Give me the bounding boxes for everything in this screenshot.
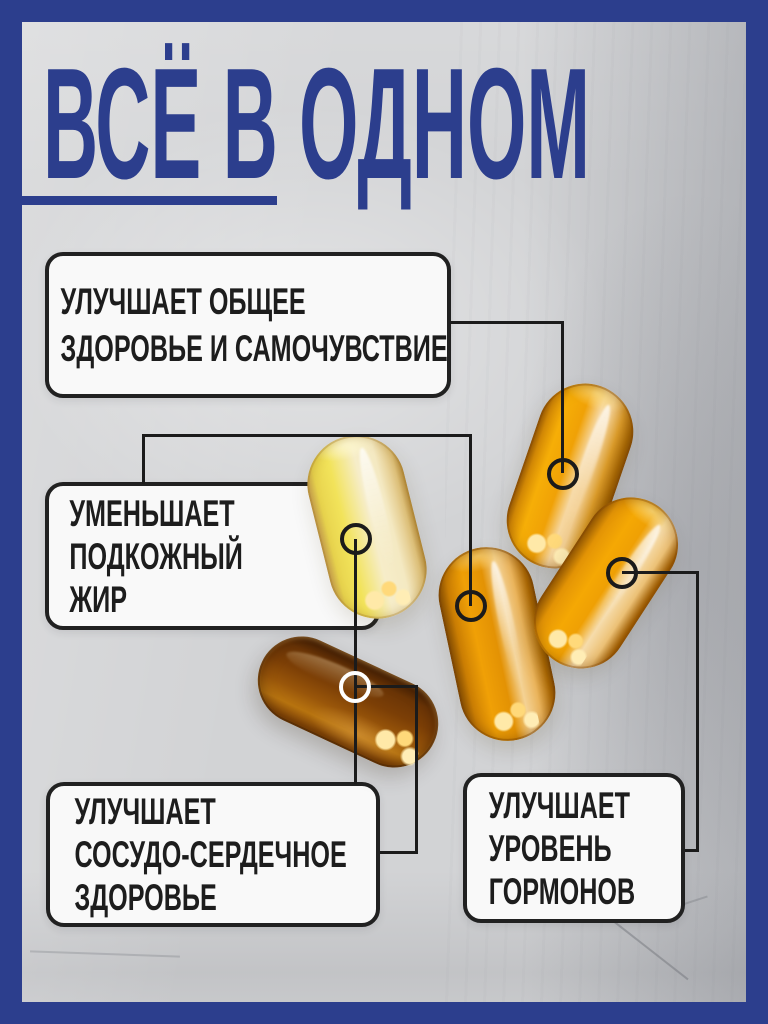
callout-general-health: УЛУЧШАЕТ ОБЩЕЕ ЗДОРОВЬЕ И САМОЧУВСТВИЕ: [45, 252, 451, 398]
capsule-gloss: [485, 559, 529, 693]
target-circle-pale-capsule: [340, 523, 372, 555]
connector-pale-capsule-to-box3: [354, 539, 357, 784]
connector-box2-v: [469, 434, 472, 606]
callout-line: УЛУЧШАЕТ: [74, 791, 216, 832]
callout-line: ЖИР: [69, 578, 128, 620]
callout-line: УМЕНЬШАЕТ: [69, 492, 235, 534]
capsule-gloss: [282, 644, 387, 705]
connector-box1-h: [450, 321, 564, 324]
callout-line: УЛУЧШАЕТ ОБЩЕЕ: [60, 281, 306, 322]
capsule-bubbles: [486, 696, 541, 739]
connector-box3-attach: [380, 851, 418, 854]
callout-line: СОСУДО-СЕРДЕЧНОЕ: [74, 834, 347, 875]
connector-box2-stub: [142, 434, 145, 484]
connector-box2-h: [142, 434, 472, 437]
concrete-crack: [30, 950, 180, 958]
dark-brown-capsule: [243, 621, 453, 783]
connector-brown-capsule-h: [355, 685, 418, 688]
callout-line: ПОДКОЖНЫЙ: [69, 535, 243, 577]
page-title: ВСЁ В ОДНОМ: [43, 36, 590, 212]
target-circle-right-capsule: [606, 557, 638, 589]
connector-box4-attach: [685, 849, 699, 852]
callout-line: УРОВЕНЬ: [488, 827, 612, 869]
connector-brown-capsule-v: [415, 685, 418, 854]
callout-cardiovascular: УЛУЧШАЕТ СОСУДО-СЕРДЕЧНОЕ ЗДОРОВЬЕ: [46, 782, 380, 927]
callout-line: УЛУЧШАЕТ: [488, 784, 631, 826]
connector-box4-v: [696, 571, 699, 852]
capsule-bubbles: [357, 574, 413, 618]
callout-line: ЗДОРОВЬЕ: [74, 877, 217, 918]
callout-line: ЗДОРОВЬЕ И САМОЧУВСТВИЕ: [60, 328, 448, 369]
callout-line: ГОРМОНОВ: [488, 870, 636, 912]
title-underline: [22, 196, 277, 205]
page-title-wrap: ВСЁ В ОДНОМ: [43, 36, 590, 212]
connector-box1-v: [561, 321, 564, 473]
target-circle-brown-capsule: [339, 671, 371, 703]
connector-right-capsule-h: [622, 571, 699, 574]
target-circle-top-capsule: [547, 458, 579, 490]
target-circle-middle-capsule: [455, 590, 487, 622]
callout-hormones: УЛУЧШАЕТ УРОВЕНЬ ГОРМОНОВ: [463, 773, 685, 923]
